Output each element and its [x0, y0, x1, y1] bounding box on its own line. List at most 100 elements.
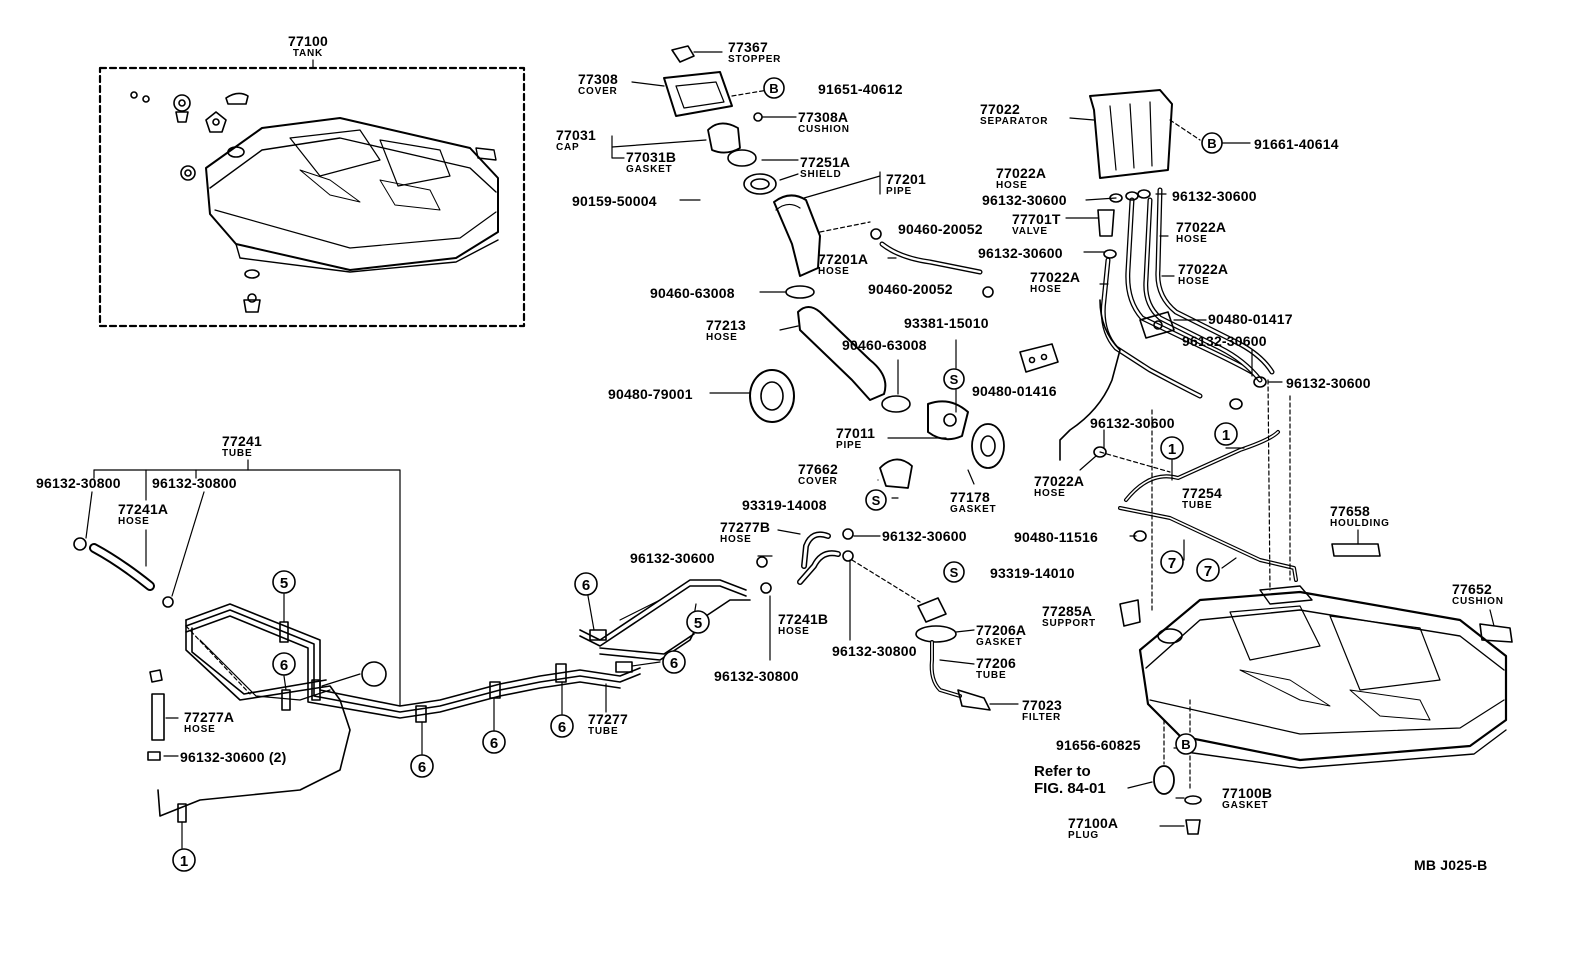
part-number: 77277: [588, 711, 628, 727]
part-number: 96132-30800: [36, 475, 121, 491]
callout-96132-e: 96132-30600: [1286, 376, 1371, 390]
callout-hose-77201a: 77201A HOSE: [818, 252, 868, 277]
part-name: VALVE: [1012, 226, 1048, 237]
marker-text: S: [872, 493, 881, 508]
part-number: 77023: [1022, 697, 1062, 713]
marker-text: B: [1207, 136, 1216, 151]
marker-text: S: [950, 372, 959, 387]
part-number: 77367: [728, 39, 768, 55]
part-number: 77206A: [976, 622, 1027, 638]
callout-tube-77254: 77254 TUBE: [1182, 486, 1222, 511]
index-marker: 5: [272, 570, 296, 594]
part-name: CUSHION: [798, 124, 850, 135]
marker-text: 6: [280, 657, 288, 674]
part-number: 77658: [1330, 503, 1370, 519]
part-number: 77241B: [778, 611, 829, 627]
index-marker: 1: [1160, 436, 1184, 460]
index-marker: 6: [550, 714, 574, 738]
callout-hose-77277b: 77277B HOSE: [720, 520, 770, 545]
part-number: 90480-11516: [1014, 529, 1098, 545]
part-name: HOSE: [706, 332, 738, 343]
callout-stopper: 77367 STOPPER: [728, 40, 781, 65]
callout-90460-c: 90460-20052: [868, 282, 953, 296]
part-number: 77254: [1182, 485, 1222, 501]
index-marker: 6: [574, 572, 598, 596]
part-number: 77701T: [1012, 211, 1061, 227]
callout-hose-77022a-4: 77022A HOSE: [1030, 270, 1080, 295]
callout-tube-77241: 77241 TUBE: [222, 434, 262, 459]
part-number: 77100B: [1222, 785, 1273, 801]
part-number: 77031: [556, 127, 596, 143]
part-number: 77201A: [818, 251, 869, 267]
marker-text: B: [1181, 737, 1190, 752]
callout-96132-h: 96132-30600: [630, 551, 715, 565]
callout-hose-77022a-2: 77022A HOSE: [1176, 220, 1226, 245]
marker-text: 7: [1204, 563, 1212, 580]
callout-cover: 77308 COVER: [578, 72, 618, 97]
callout-96132-30800-a: 96132-30800: [36, 476, 121, 490]
callout-91661: 91661-40614: [1254, 137, 1339, 151]
part-name: PIPE: [886, 186, 912, 197]
callout-93319-14010: 93319-14010: [990, 566, 1075, 580]
callout-support: 77285A SUPPORT: [1042, 604, 1096, 629]
callout-96132-a: 96132-30600: [982, 193, 1067, 207]
screw-marker: S: [865, 489, 887, 511]
marker-text: 1: [1168, 441, 1176, 458]
screw-marker: S: [943, 561, 965, 583]
index-marker: 6: [272, 652, 296, 676]
part-number: 77031B: [626, 149, 677, 165]
part-name: HOSE: [1034, 488, 1066, 499]
index-marker: 5: [686, 610, 710, 634]
part-number: 77285A: [1042, 603, 1093, 619]
callout-93381: 93381-15010: [904, 316, 989, 330]
callout-tank: 77100 TANK: [288, 34, 328, 59]
callout-90159: 90159-50004: [572, 194, 657, 208]
callout-90480-01417: 90480-01417: [1208, 312, 1293, 326]
tank-inset: [98, 59, 526, 328]
callout-90480-79001: 90480-79001: [608, 387, 693, 401]
part-number: 77022A: [1030, 269, 1081, 285]
part-name: HOSE: [818, 266, 850, 277]
part-name: TUBE: [1182, 500, 1213, 511]
part-number: 77011: [836, 425, 876, 441]
callout-91656: 91656-60825: [1056, 738, 1141, 752]
callout-gasket-77178: 77178 GASKET: [950, 490, 996, 515]
part-name: FILTER: [1022, 712, 1062, 723]
part-number: 77100: [288, 33, 328, 49]
part-number: 77201: [886, 171, 926, 187]
part-number: 77100A: [1068, 815, 1119, 831]
leader-lines: [679, 159, 1359, 749]
callout-96132-g: 96132-30600: [882, 529, 967, 543]
part-number: 91656-60825: [1056, 737, 1141, 753]
callout-96132-30800-d: 96132-30800: [714, 669, 799, 683]
callout-hose-77213: 77213 HOSE: [706, 318, 746, 343]
bolt-marker: B: [1201, 132, 1223, 154]
part-name: GASKET: [950, 504, 997, 515]
part-number: 90480-79001: [608, 386, 693, 402]
part-name: GASKET: [626, 164, 673, 175]
part-number: 77213: [706, 317, 746, 333]
callout-cushion-77652: 77652 CUSHION: [1452, 582, 1504, 607]
part-number: 96132-30600 (2): [180, 749, 287, 765]
callout-90480-01416: 90480-01416: [972, 384, 1057, 398]
part-number: 93381-15010: [904, 315, 989, 331]
callout-cover-77662: 77662 COVER: [798, 462, 838, 487]
part-number: 96132-30600: [978, 245, 1063, 261]
part-number: 77308: [578, 71, 618, 87]
part-number: 77022A: [1178, 261, 1229, 277]
figure-reference: Refer to FIG. 84-01: [1034, 764, 1106, 796]
part-number: 77251A: [800, 154, 851, 170]
reference-line-2: FIG. 84-01: [1034, 780, 1106, 797]
marker-text: B: [769, 81, 778, 96]
fuel-suction-assembly: [756, 528, 1019, 711]
callout-hose-77241b: 77241B HOSE: [778, 612, 828, 637]
part-number: 77652: [1452, 581, 1492, 597]
part-number: 77022: [980, 101, 1020, 117]
callout-shield: 77251A SHIELD: [800, 155, 850, 180]
marker-text: 1: [1222, 427, 1230, 444]
part-name: HOSE: [996, 180, 1028, 191]
part-name: STOPPER: [728, 54, 782, 65]
part-name: TUBE: [222, 448, 253, 459]
marker-text: 7: [1168, 555, 1176, 572]
